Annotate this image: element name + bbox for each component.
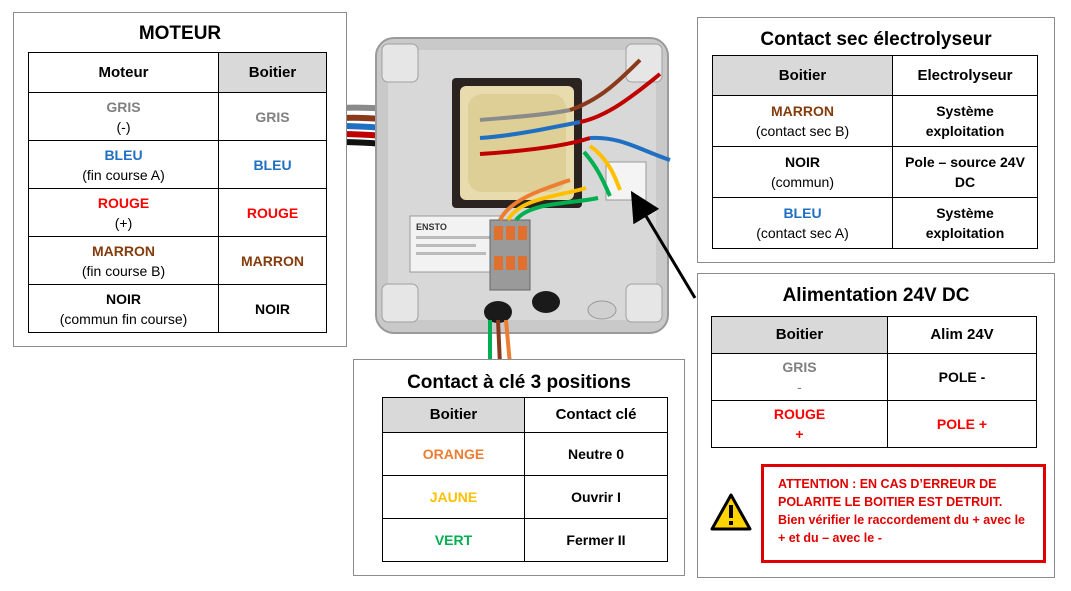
wire-color-name: GRIS [106,98,141,115]
alimentation-header-alim: Alim 24V [887,316,1037,354]
table-row: MARRON(contact sec B) Système exploitati… [712,95,1038,147]
warning-triangle-icon [710,493,752,531]
moteur-title: MOTEUR [138,23,222,44]
warning-line-1: ATTENTION : EN CAS D’ERREUR DE POLARITE … [778,477,1003,509]
moteur-table: Moteur Boitier GRIS(-) GRIS BLEU(fin cou… [28,52,327,333]
junction-box-photo: ENSTO [340,37,671,365]
wire-color-name: ROUGE [97,194,150,211]
boitier-color: BLEU [218,140,327,189]
boitier-color: MARRON [218,236,327,285]
boitier-color: ROUGE [218,188,327,237]
alimentation-header-boitier: Boitier [711,316,888,354]
table-row: NOIR(commun fin course) NOIR [28,284,327,333]
warning-line-2: Bien vérifier le raccordement du + avec … [778,513,1025,545]
wire-color-name: NOIR [106,290,141,307]
wire-color-name: BLEU [104,146,143,163]
warning-box: ATTENTION : EN CAS D’ERREUR DE POLARITE … [761,464,1046,563]
table-row: GRIS(-) GRIS [28,92,327,141]
moteur-header-boitier: Boitier [218,52,327,93]
table-row: MARRON(fin course B) MARRON [28,236,327,285]
boitier-color: GRIS [218,92,327,141]
alimentation-table: Boitier Alim 24V GRIS- POLE - ROUGE+ POL… [711,316,1037,448]
svg-text:ENSTO: ENSTO [416,222,447,232]
table-row: ORANGE Neutre 0 [382,432,668,476]
moteur-header-moteur: Moteur [28,52,219,93]
contact-cle-title: Contact à clé 3 positions [407,372,631,393]
contact-cle-header-contact: Contact clé [524,397,668,433]
table-row: ROUGE+ POLE + [711,400,1037,448]
contact-sec-header-electrolyseur: Electrolyseur [892,55,1038,96]
table-row: JAUNE Ouvrir I [382,475,668,519]
table-row: BLEU(contact sec A) Système exploitation [712,197,1038,249]
wire-color-name: MARRON [92,242,155,259]
contact-sec-title: Contact sec électrolyseur [760,29,992,50]
table-row: VERT Fermer II [382,518,668,562]
contact-cle-table: Boitier Contact clé ORANGE Neutre 0 JAUN… [382,397,668,562]
alimentation-title: Alimentation 24V DC [782,285,970,306]
contact-sec-header-boitier: Boitier [712,55,893,96]
contact-cle-header-boitier: Boitier [382,397,525,433]
table-row: NOIR(commun) Pole – source 24V DC [712,146,1038,198]
contact-sec-table: Boitier Electrolyseur MARRON(contact sec… [712,55,1038,249]
table-row: GRIS- POLE - [711,353,1037,401]
table-row: BLEU(fin course A) BLEU [28,140,327,189]
table-row: ROUGE(+) ROUGE [28,188,327,237]
boitier-color: NOIR [218,284,327,333]
